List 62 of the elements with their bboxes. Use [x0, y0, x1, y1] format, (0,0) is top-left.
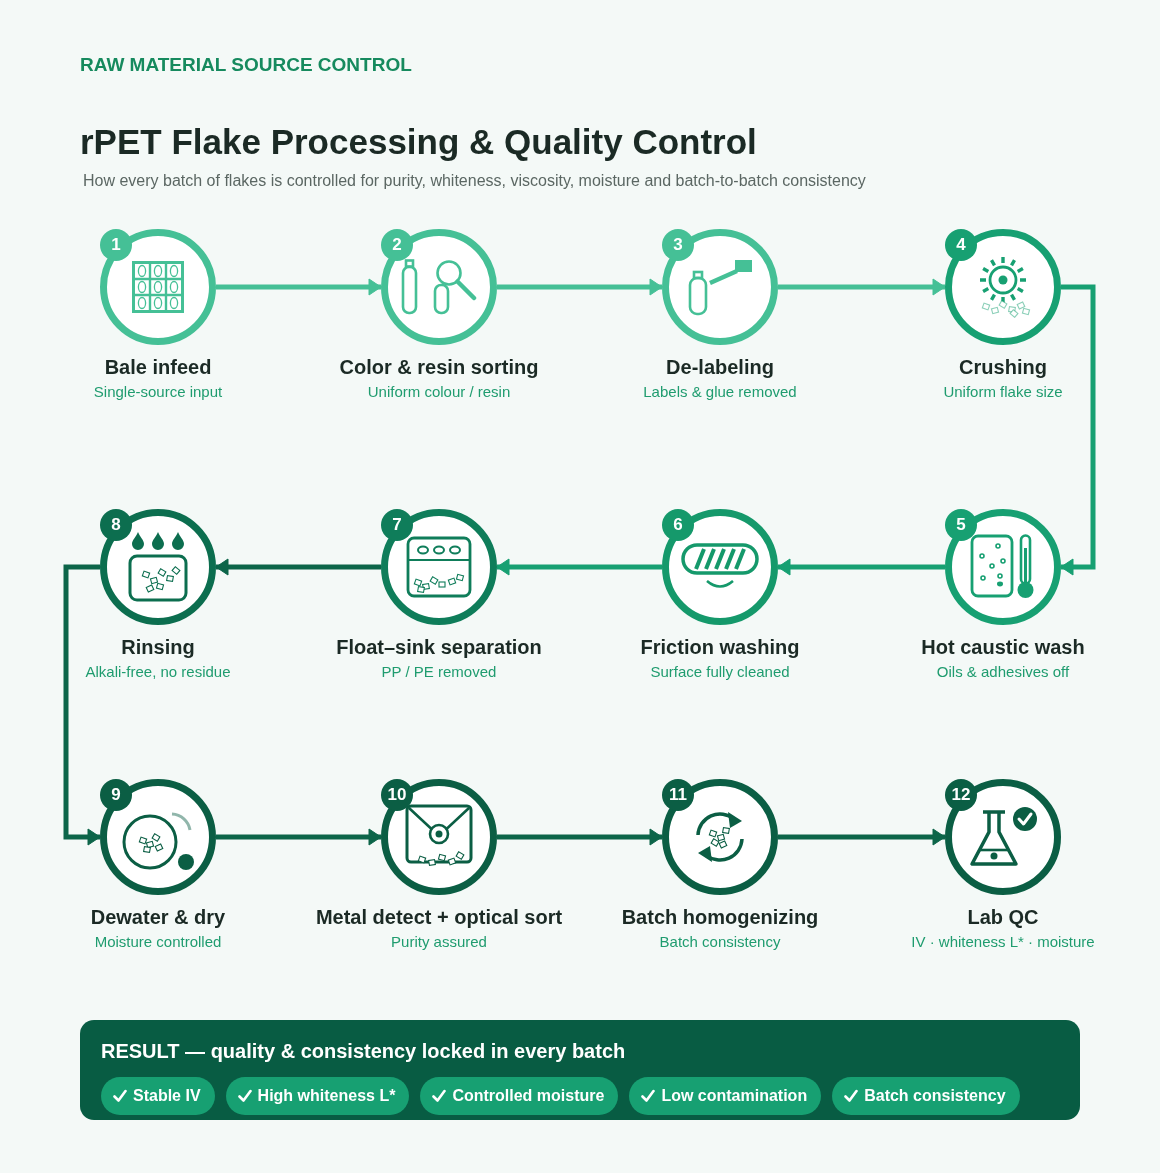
tag-label: Low contamination: [661, 1087, 808, 1105]
step-number: 6: [662, 509, 694, 541]
step-title: Crushing: [959, 355, 1047, 379]
step-title: Bale infeed: [104, 355, 212, 379]
section-label: RAW MATERIAL SOURCE CONTROL: [80, 53, 412, 77]
tag-label: Controlled moisture: [452, 1087, 605, 1105]
page-subtitle: How every batch of flakes is controlled for purity, whiteness, viscosity, moisture and batch-to-batch consistency: [83, 171, 866, 191]
step-caption: Batch consistency: [659, 932, 781, 951]
flow-arrow: [216, 828, 382, 846]
flow-arrow: [497, 828, 663, 846]
tag-label: Stable IV: [133, 1087, 201, 1105]
step-number: 9: [100, 779, 132, 811]
step-caption: Labels & glue removed: [643, 382, 797, 401]
result-panel: [80, 1020, 1080, 1120]
step-caption: Purity assured: [391, 932, 487, 951]
step-caption: Single-source input: [93, 382, 223, 401]
flow-arrow: [215, 558, 381, 576]
step-caption: Oils & adhesives off: [936, 662, 1070, 681]
result-tag: [225, 1077, 410, 1115]
step-caption: Uniform flake size: [943, 382, 1063, 401]
step-caption: Moisture controlled: [94, 932, 222, 951]
result-tag: [832, 1077, 1020, 1115]
step-number: 8: [100, 509, 132, 541]
flow-arrow: [63, 564, 101, 846]
step-number: 7: [381, 509, 413, 541]
step-title: Metal detect + optical sort: [315, 905, 563, 929]
flow-arrow: [1060, 284, 1096, 576]
flow-arrow: [777, 558, 945, 576]
step-title: Batch homogenizing: [621, 905, 819, 929]
step-title: Color & resin sorting: [339, 355, 539, 379]
flow-arrow: [778, 828, 946, 846]
result-tag: [629, 1077, 822, 1115]
page-title: rPET Flake Processing & Quality Control: [80, 121, 757, 163]
step-title: Float–sink separation: [336, 635, 542, 659]
step-caption: Uniform colour / resin: [367, 382, 511, 401]
step-title: De-labeling: [666, 355, 774, 379]
step-number: 1: [100, 229, 132, 261]
step-number: 5: [945, 509, 977, 541]
result-heading: RESULT — quality & consistency locked in every batch: [101, 1039, 626, 1063]
step-number: 4: [945, 229, 977, 261]
step-caption: Surface fully cleaned: [650, 662, 790, 681]
step-caption: PP / PE removed: [381, 662, 497, 681]
tag-label: Batch consistency: [864, 1087, 1006, 1105]
step-caption: Alkali-free, no residue: [85, 662, 231, 681]
step-caption: IV · whiteness L* · moisture: [911, 932, 1095, 951]
result-tag: [101, 1077, 215, 1115]
tag-label: High whiteness L*: [257, 1087, 396, 1105]
step-title: Rinsing: [121, 635, 195, 659]
flow-arrow: [497, 278, 663, 296]
flow-arrow: [778, 278, 946, 296]
step-title: Friction washing: [640, 635, 800, 659]
step-title: Hot caustic wash: [921, 635, 1085, 659]
step-title: Dewater & dry: [90, 905, 226, 929]
step-number: 2: [381, 229, 413, 261]
step-number: 10: [381, 779, 413, 811]
step-title: Lab QC: [967, 905, 1039, 929]
step-number: 3: [662, 229, 694, 261]
flow-arrow: [496, 558, 662, 576]
flow-arrow: [216, 278, 382, 296]
step-number: 11: [662, 779, 694, 811]
result-tag: [420, 1077, 619, 1115]
step-number: 12: [945, 779, 977, 811]
